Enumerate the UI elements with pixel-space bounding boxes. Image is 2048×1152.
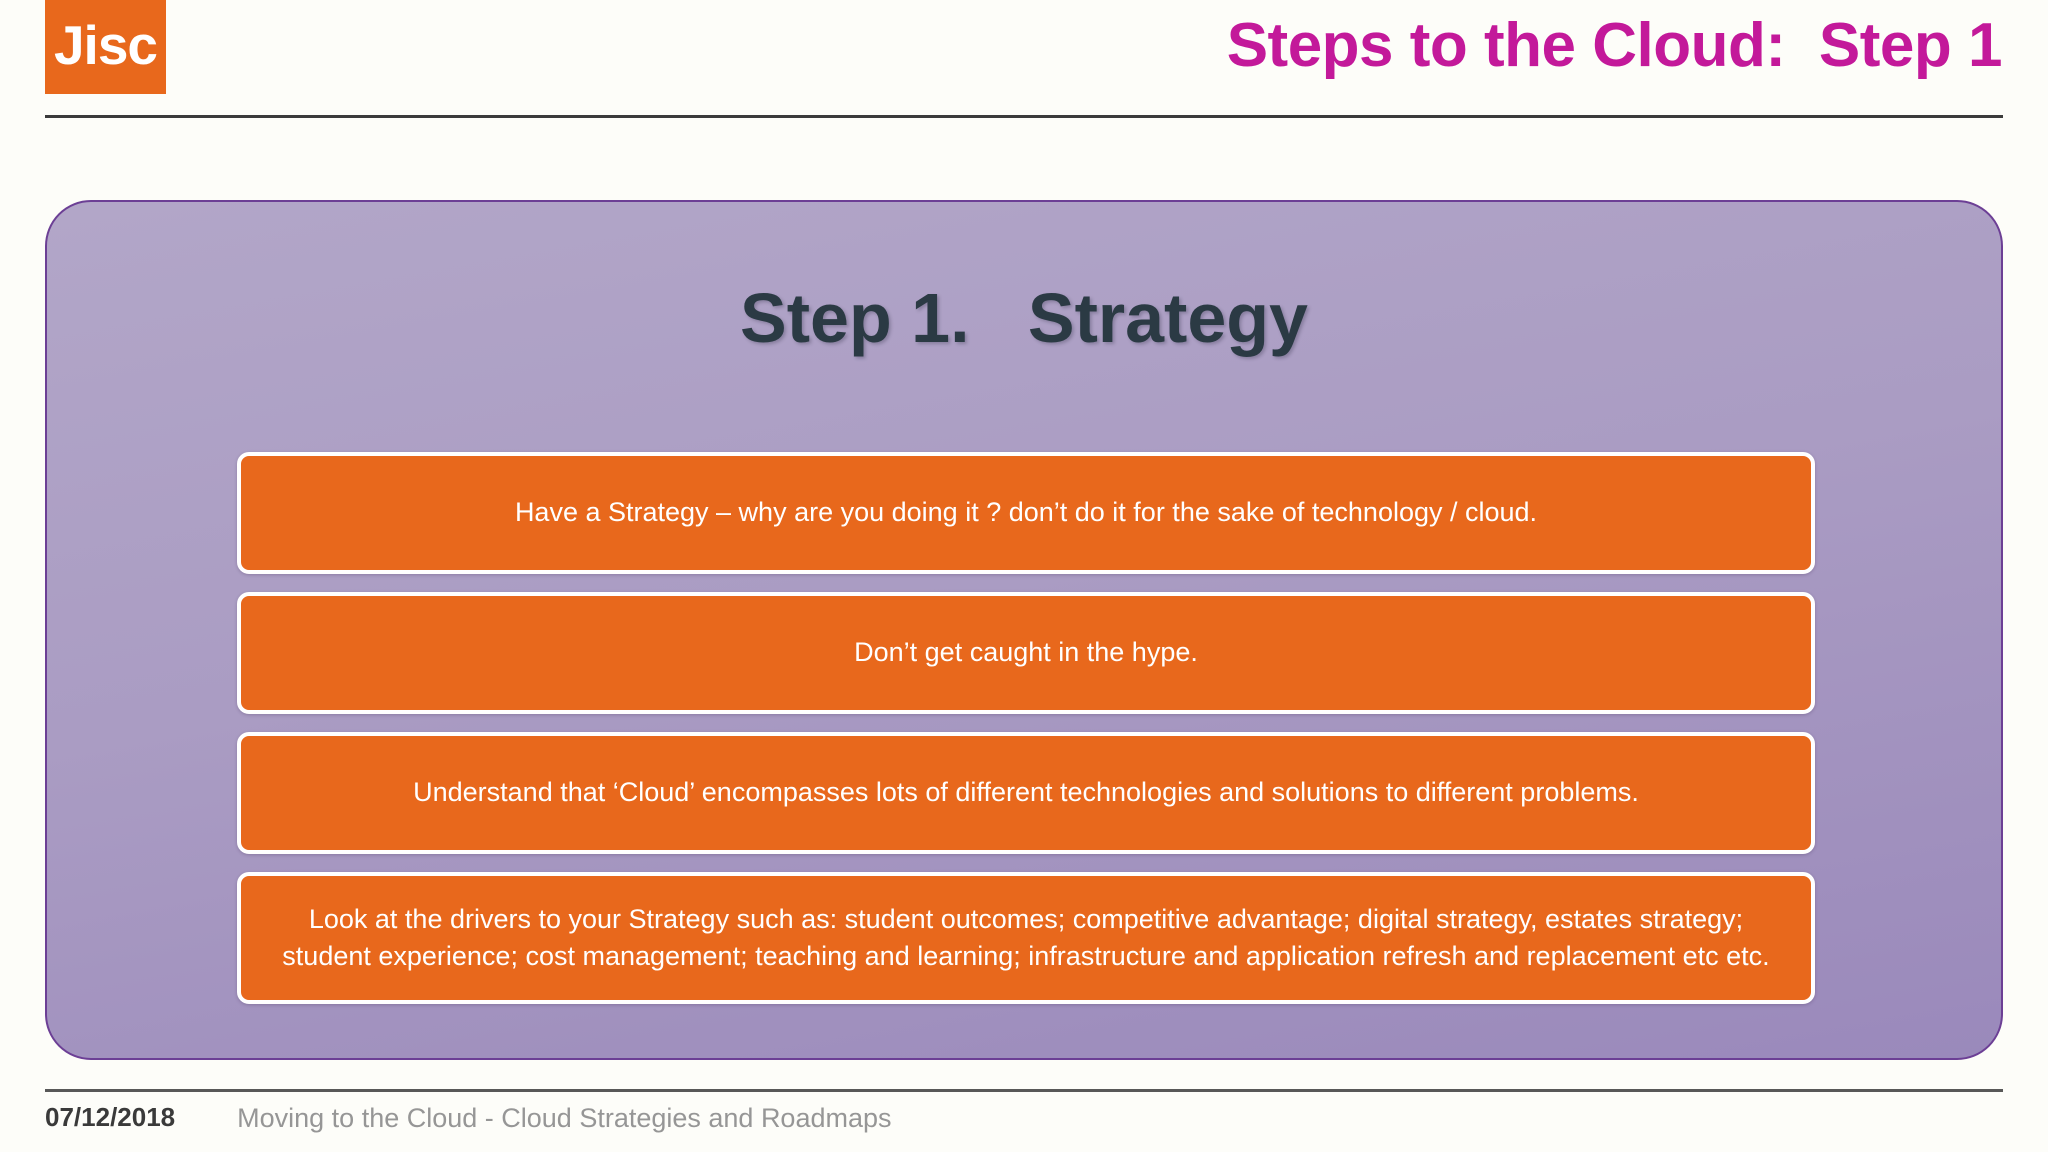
bullet-box-list: Have a Strategy – why are you doing it ?…	[237, 452, 1815, 1004]
footer-divider	[45, 1089, 2003, 1092]
bullet-box-text: Look at the drivers to your Strategy suc…	[282, 903, 1770, 971]
slide-footer: 07/12/2018 Moving to the Cloud - Cloud S…	[45, 1102, 2003, 1152]
jisc-logo: Jisc	[45, 0, 166, 94]
bullet-box-strategy-why: Have a Strategy – why are you doing it ?…	[237, 452, 1815, 574]
footer-subject: Moving to the Cloud - Cloud Strategies a…	[237, 1103, 892, 1133]
bullet-box-cloud-scope: Understand that ‘Cloud’ encompasses lots…	[237, 732, 1815, 854]
bullet-box-avoid-hype: Don’t get caught in the hype.	[237, 592, 1815, 714]
bullet-box-text: Have a Strategy – why are you doing it ?…	[514, 497, 1538, 528]
bullet-box-text: Don’t get caught in the hype.	[854, 637, 1198, 668]
bullet-box-text: Understand that ‘Cloud’ encompasses lots…	[413, 777, 1639, 808]
jisc-logo-text: Jisc	[53, 13, 158, 76]
bullet-box-strategy-drivers: Look at the drivers to your Strategy suc…	[237, 872, 1815, 1004]
panel-heading: Step 1. Strategy	[740, 279, 1308, 357]
footer-date: 07/12/2018	[45, 1102, 176, 1132]
strategy-panel: Step 1. Strategy Have a Strategy – why a…	[45, 200, 2003, 1060]
header-divider	[45, 115, 2003, 118]
slide-title: Steps to the Cloud: Step 1	[1226, 11, 2003, 80]
slide-header: Jisc Steps to the Cloud: Step 1	[0, 0, 2048, 118]
